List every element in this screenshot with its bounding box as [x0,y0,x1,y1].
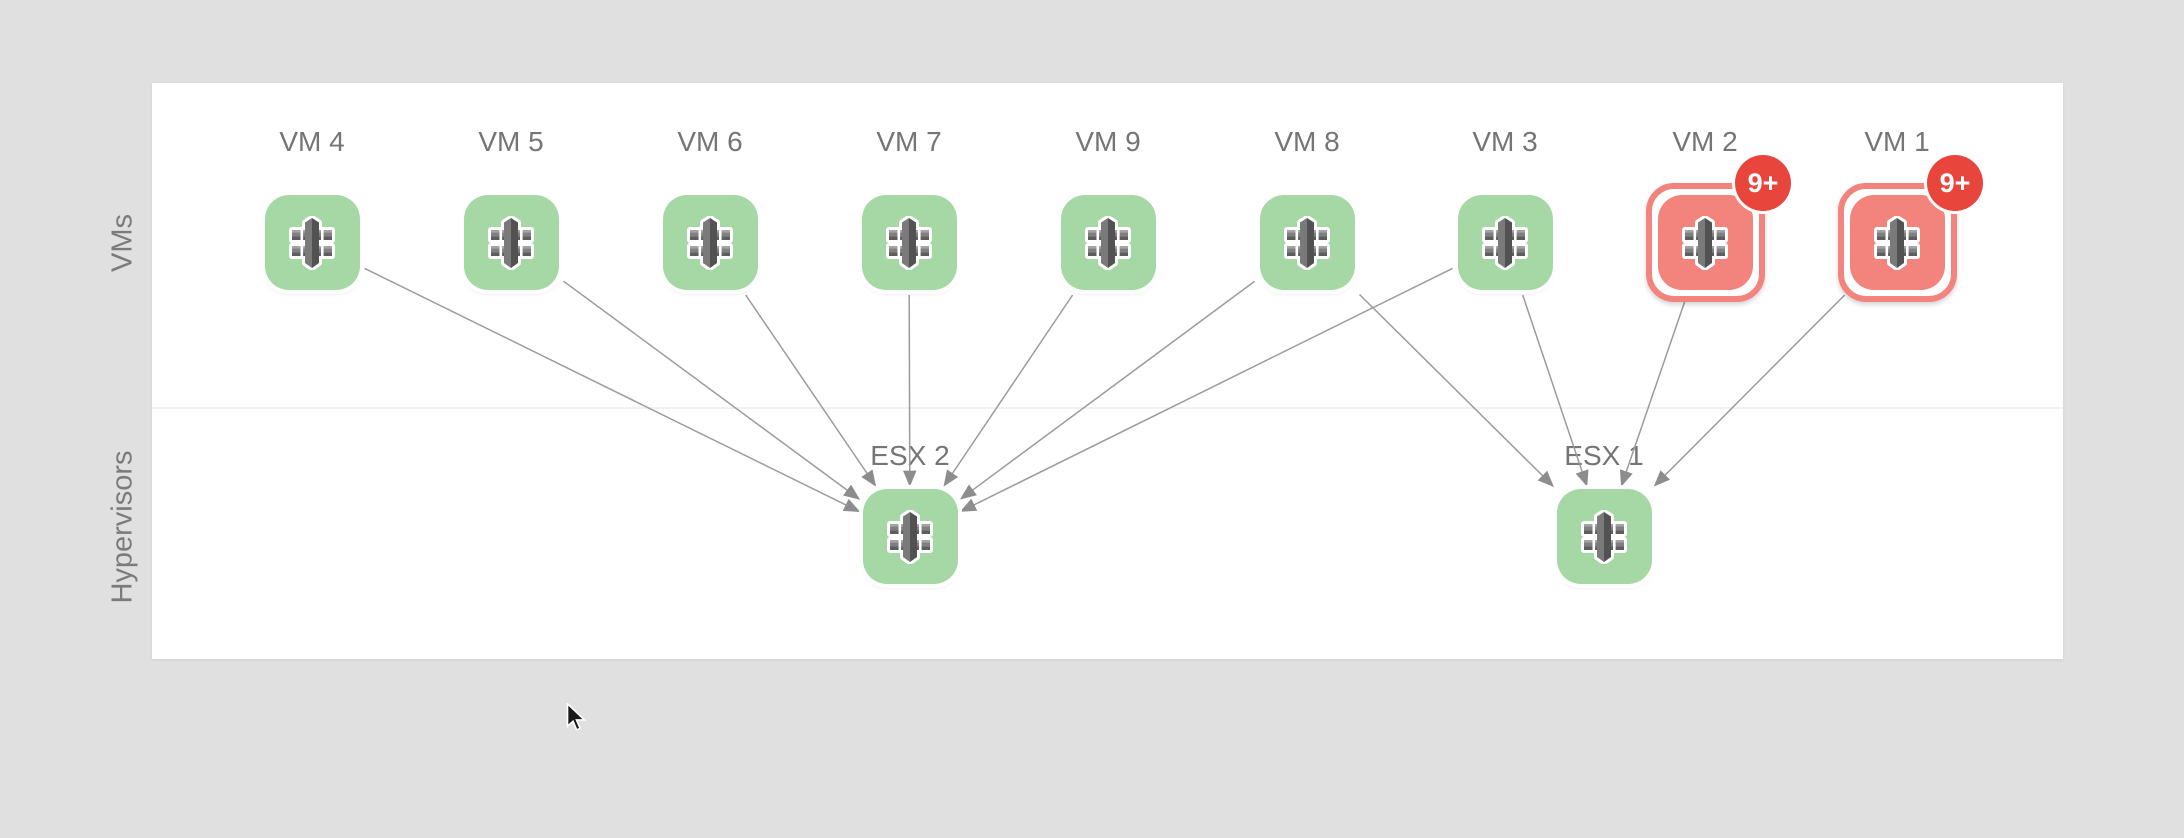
node-vm2-alert-ring[interactable] [1645,183,1765,302]
vm-object-icon [1284,215,1330,270]
node-label-esx1: ESX 1 [1564,440,1644,471]
node-label-vm4: VM 4 [279,126,345,157]
node-label-vm7: VM 7 [876,126,942,157]
vm-object-icon [1085,215,1131,270]
vm-object-icon [1682,215,1728,270]
vm-object-icon [1581,509,1627,564]
node-vm6[interactable] [662,195,758,290]
node-label-vm2: VM 2 [1672,126,1738,157]
vm-object-icon [1874,215,1920,270]
node-label-vm8: VM 8 [1274,126,1340,157]
edge-vm2-to-esx1 [1619,294,1688,487]
vm-object-icon [886,215,932,270]
node-vm7[interactable] [861,195,957,290]
edge-vm6-to-esx2 [745,294,877,487]
mouse-pointer-icon [566,703,587,731]
lane-divider [152,407,2063,409]
edge-vm3-to-esx1 [1521,294,1589,487]
edge-vm5-to-esx2 [563,280,861,500]
vm-object-icon [887,509,933,564]
node-label-vm9: VM 9 [1075,126,1141,157]
node-vm1-alert-ring[interactable] [1837,183,1957,302]
vm-object-icon [1482,215,1528,270]
edge-vm8-to-esx1 [1358,293,1554,487]
edge-vm1-to-esx1 [1653,294,1846,487]
node-label-vm5: VM 5 [478,126,544,157]
node-vm3[interactable] [1457,195,1553,290]
node-esx2[interactable] [862,489,958,584]
alert-count-badge-vm2[interactable]: 9+ [1735,155,1791,211]
edge-vm8-to-esx2 [959,280,1255,500]
edge-vm3-to-esx2 [959,267,1453,512]
edge-vm9-to-esx2 [943,294,1074,487]
node-vm5[interactable] [463,195,559,290]
node-vm4[interactable] [264,195,360,290]
node-label-vm6: VM 6 [677,126,743,157]
node-vm2[interactable] [1657,195,1753,290]
node-vm1[interactable] [1849,195,1945,290]
edge-vm7-to-esx2 [903,294,917,487]
alert-count-badge-vm1[interactable]: 9+ [1927,155,1983,211]
vm-object-icon [687,215,733,270]
vm-object-icon [488,215,534,270]
node-label-vm3: VM 3 [1472,126,1538,157]
node-vm8[interactable] [1259,195,1355,290]
edge-vm4-to-esx2 [364,267,861,513]
node-vm9[interactable] [1060,195,1156,290]
node-label-vm1: VM 1 [1864,126,1930,157]
node-esx1[interactable] [1556,489,1652,584]
vm-object-icon [289,215,335,270]
